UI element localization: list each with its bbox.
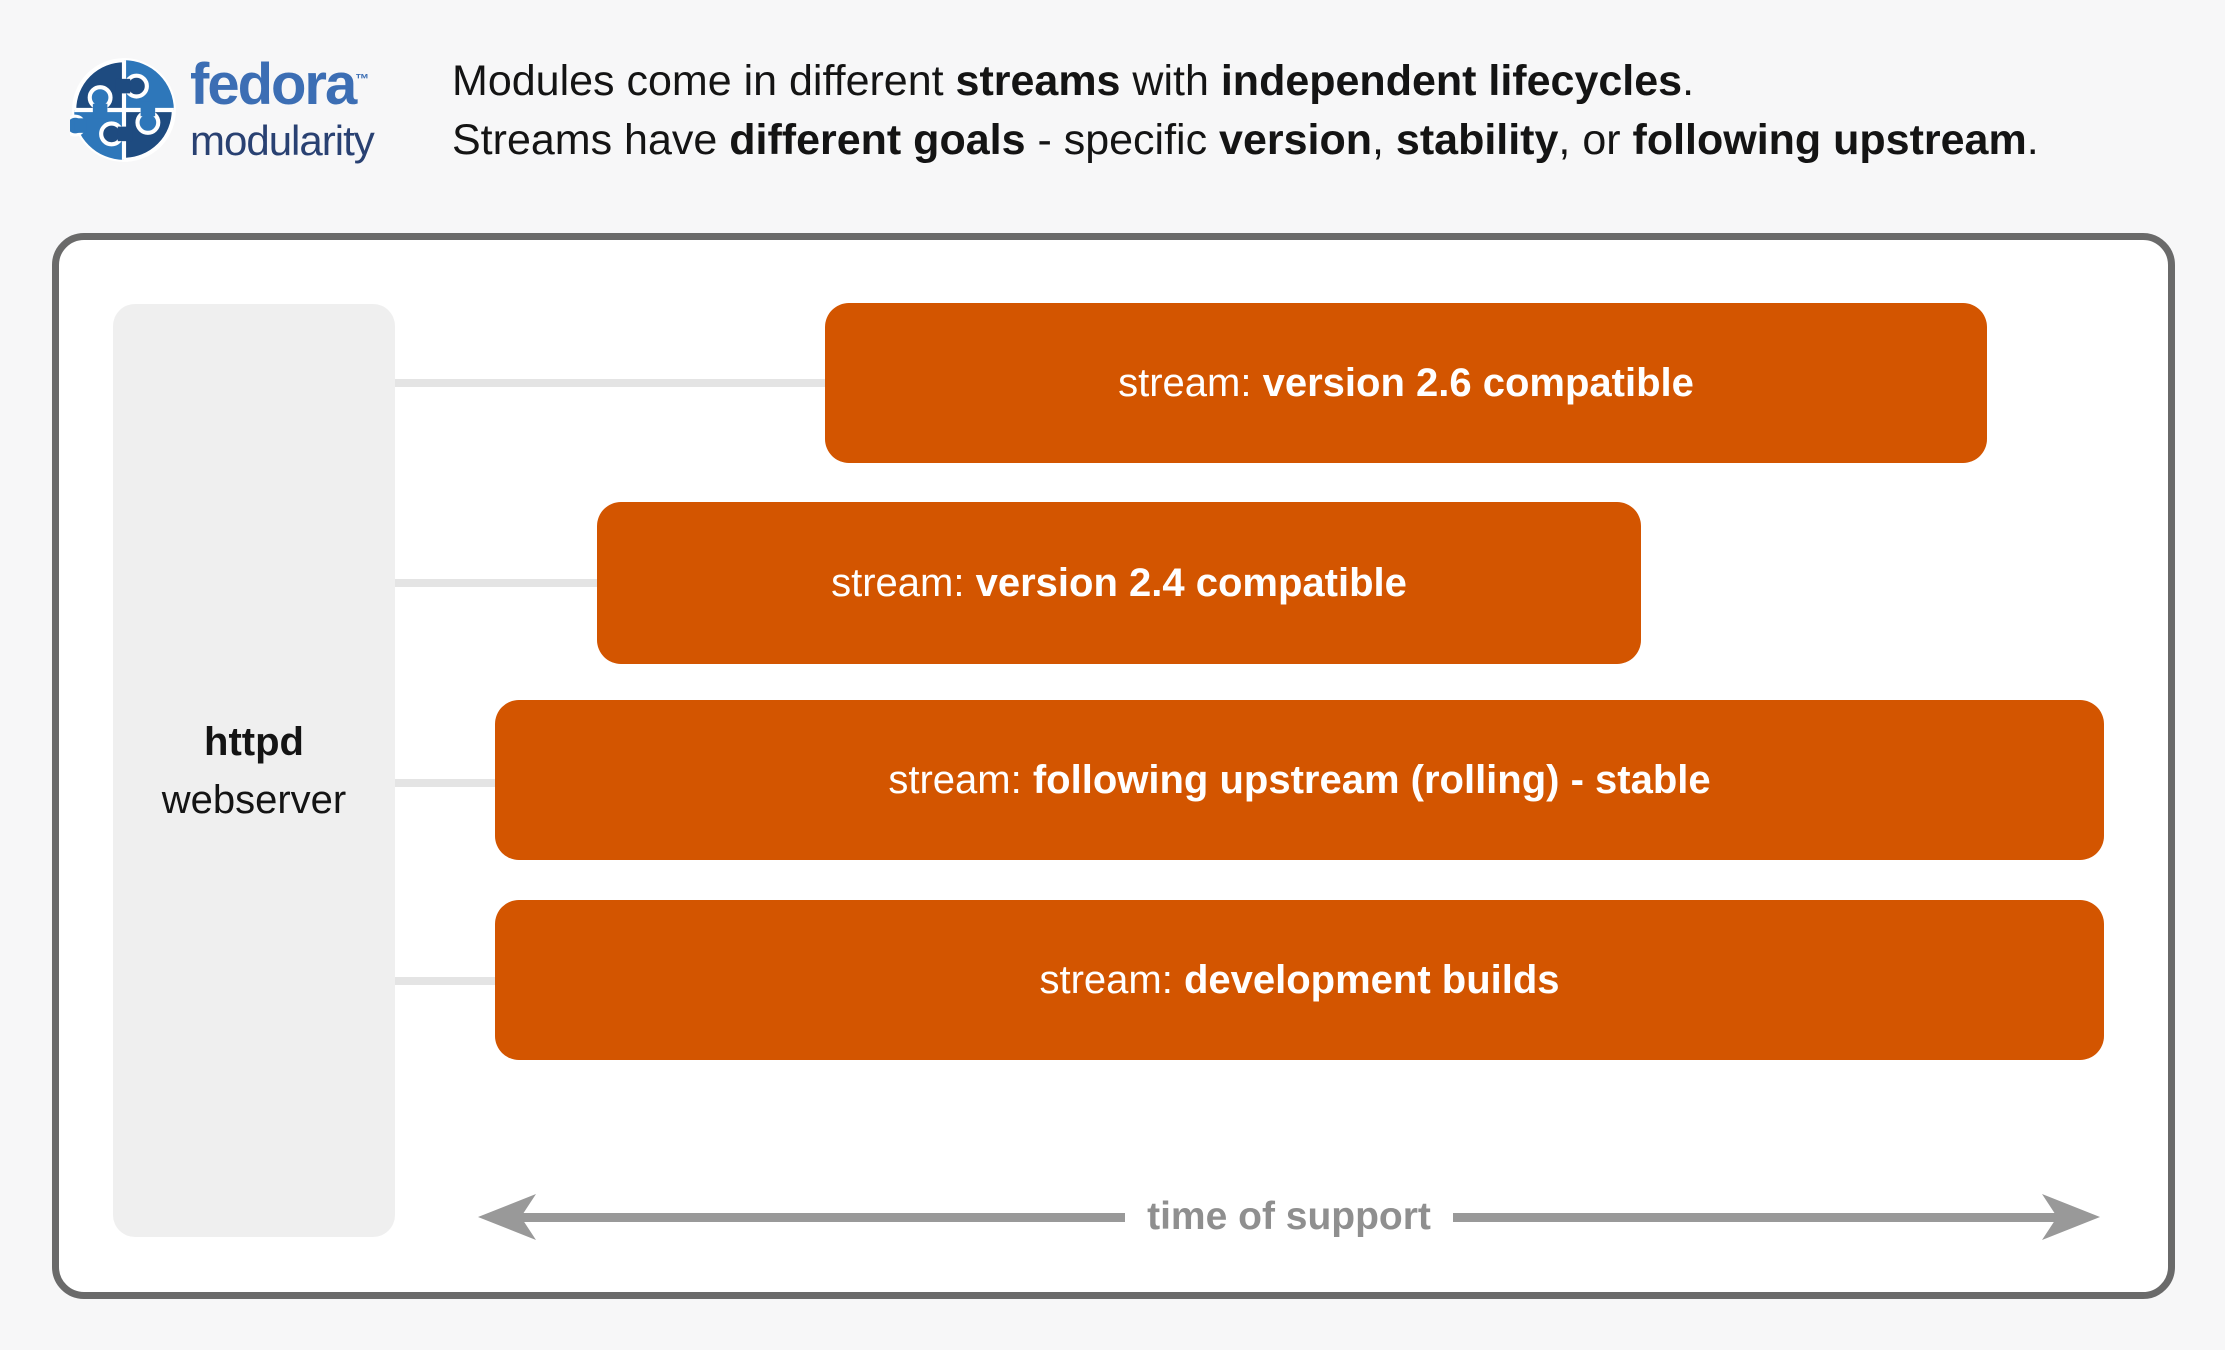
stream-label: following upstream (rolling) - stable: [1032, 758, 1711, 802]
stream-bar-version-2-4: stream: version 2.4 compatible: [597, 502, 1641, 664]
axis-line: [520, 1212, 1126, 1222]
stream-prefix: stream:: [888, 758, 1033, 802]
module-type: webserver: [161, 777, 347, 822]
connector-line: [395, 579, 603, 587]
logo-sub-text: modularity: [190, 117, 375, 164]
connector-line: [395, 379, 832, 387]
headline: Modules come in different streams with i…: [452, 52, 2039, 170]
stream-bar-version-2-6: stream: version 2.6 compatible: [825, 303, 1987, 463]
stream-prefix: stream:: [831, 561, 976, 605]
stream-label: development builds: [1183, 958, 1560, 1002]
connector-line: [395, 779, 501, 787]
trademark-symbol: ™: [355, 70, 369, 87]
stream-label: version 2.6 compatible: [1262, 361, 1694, 405]
fedora-modularity-puzzle-logo-icon: [70, 58, 176, 162]
module-box-httpd: httpd webserver: [113, 304, 395, 1237]
axis-line: [1452, 1212, 2059, 1222]
connector-line: [395, 977, 501, 985]
logo-wordmark: fedora™ modularity: [190, 52, 375, 164]
stream-bar-rolling-stable: stream: following upstream (rolling) - s…: [495, 700, 2104, 860]
axis-label: time of support: [1147, 1195, 1431, 1238]
stream-label: version 2.4 compatible: [975, 561, 1407, 605]
headline-line-1: Modules come in different streams with i…: [452, 57, 1695, 105]
module-name: httpd: [204, 719, 304, 764]
time-of-support-axis: time of support: [478, 1188, 2101, 1246]
logo-brand-text: fedora™: [190, 52, 369, 117]
stream-bar-development-builds: stream: development builds: [495, 900, 2104, 1060]
stream-prefix: stream:: [1118, 361, 1263, 405]
headline-line-2: Streams have different goals - specific …: [452, 116, 2039, 164]
stream-prefix: stream:: [1039, 958, 1184, 1002]
